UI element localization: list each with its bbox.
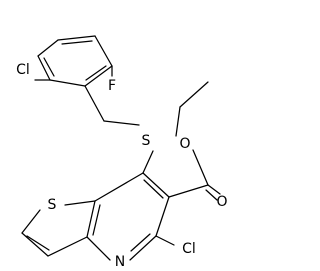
bond	[207, 184, 221, 195]
bond	[192, 149, 209, 186]
bond	[47, 236, 88, 257]
bond	[84, 85, 105, 122]
bond	[175, 106, 181, 137]
bond	[94, 172, 144, 202]
bond	[43, 57, 55, 77]
bond	[142, 172, 170, 198]
bond	[21, 232, 49, 257]
bond	[94, 35, 113, 67]
bond	[49, 79, 86, 87]
atom-oxygen-carbonyl: O	[216, 194, 227, 210]
bond	[130, 233, 151, 252]
bond	[57, 35, 96, 41]
atom-sulfur-thioether: S	[142, 133, 151, 149]
bond	[205, 189, 218, 201]
bonds	[21, 35, 221, 261]
atom-fluorine: F	[108, 78, 116, 94]
bond	[168, 184, 209, 198]
bond	[26, 235, 50, 251]
bond	[37, 55, 51, 81]
bond	[142, 150, 154, 174]
atom-sulfur-thiophene: S	[48, 197, 57, 213]
bond	[86, 236, 111, 261]
chemical-structure: Cl F S O O S N Cl	[16, 35, 228, 270]
bond	[85, 65, 107, 81]
bond	[129, 235, 157, 261]
atom-nitrogen: N	[115, 254, 125, 270]
atom-oxygen-ester: O	[179, 136, 190, 152]
bond	[155, 235, 175, 246]
bond	[21, 209, 41, 234]
atom-cl-bottom: Cl	[182, 241, 196, 257]
atom-cl-top: Cl	[16, 62, 30, 78]
bond	[92, 204, 101, 236]
bond	[61, 40, 93, 45]
bond	[64, 200, 96, 206]
bond	[179, 81, 209, 108]
bond	[86, 200, 96, 238]
bond	[84, 65, 113, 87]
bond	[143, 179, 164, 199]
bond	[155, 196, 170, 237]
atom-labels: Cl F S O O S N Cl	[16, 62, 227, 270]
bond	[103, 120, 140, 126]
bond	[37, 39, 59, 57]
